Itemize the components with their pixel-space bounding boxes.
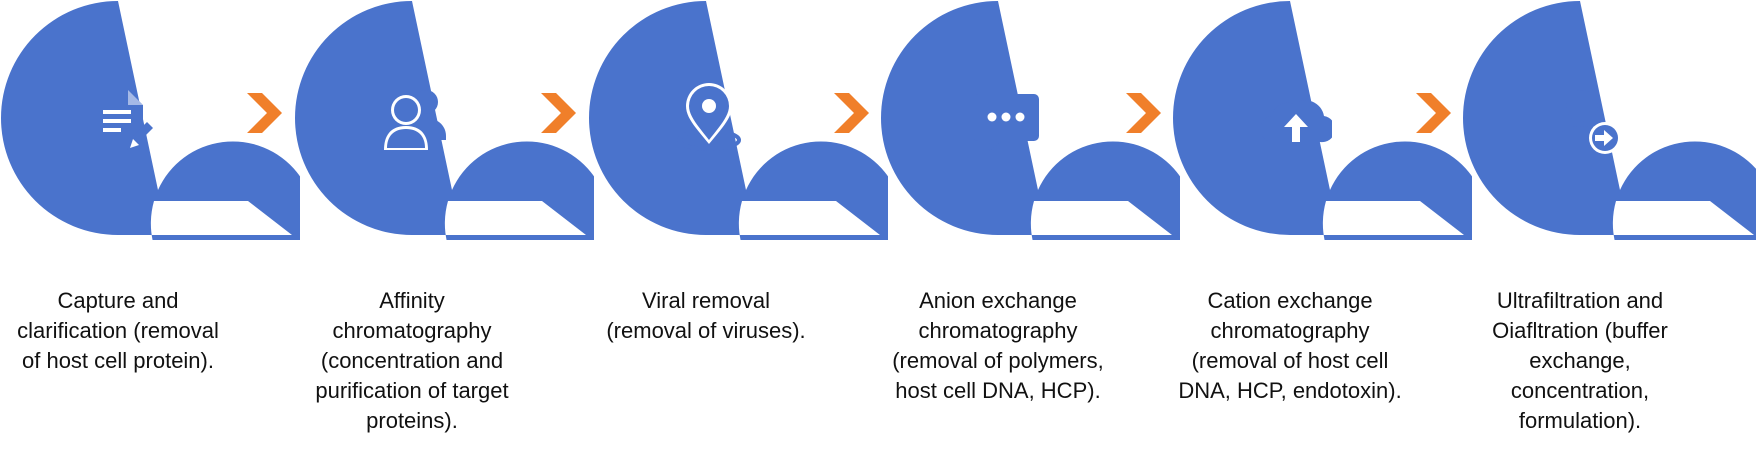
step-caption: Affinity chromatography (concentration a… [282,286,542,436]
document-edit-icon [96,90,153,150]
location-pin-icon [677,83,741,151]
step-caption: Cation exchange chromatography (removal … [1160,286,1420,406]
caption-line: exchange, [1529,348,1631,373]
chevron-right-icon [1126,93,1161,133]
step-caption: Capture and clarification (removal of ho… [0,286,248,376]
caption-line: chromatography [918,318,1078,343]
caption-line: Capture and [57,288,179,313]
caption-line: (removal of viruses). [606,318,806,343]
caption-line: chromatography [332,318,492,343]
caption-line: purification of target [315,378,509,403]
ring-shape [589,1,888,240]
caption-line: Oiafltration (buffer [1492,318,1668,343]
chevron-right-icon [1416,93,1451,133]
caption-line: Cation exchange [1207,288,1373,313]
cloud-upload-icon [1260,100,1332,143]
caption-line: Anion exchange [919,288,1077,313]
chevron-right-icon [834,93,869,133]
ring-shape [1463,1,1756,240]
caption-line: Affinity [379,288,445,313]
ring-shape [1,1,300,240]
step-caption: Ultrafiltration and Oiafltration (buffer… [1450,286,1710,436]
caption-line: host cell DNA, HCP). [895,378,1101,403]
ring-shape [295,1,594,240]
step-ultrafiltration: Ultrafiltration and Oiafltration (buffer… [1462,0,1756,475]
users-icon [384,90,446,150]
caption-line: (removal of polymers, [892,348,1104,373]
step-cation-exchange: Cation exchange chromatography (removal … [1172,0,1472,475]
caption-line: concentration, [1510,378,1650,403]
caption-line: (removal of host cell [1191,348,1389,373]
caption-line: Viral removal [642,288,770,313]
ring-shape [881,1,1180,240]
caption-line: (concentration and [320,348,504,373]
step-capture-clarification: Capture and clarification (removal of ho… [0,0,300,475]
user-arrow-icon [1552,90,1621,154]
step-caption: Viral removal (removal of viruses). [576,286,836,346]
step-affinity-chromatography: Affinity chromatography (concentration a… [294,0,594,475]
step-anion-exchange: Anion exchange chromatography (removal o… [880,0,1180,475]
step-caption: Anion exchange chromatography (removal o… [868,286,1128,406]
ring-shape [1173,1,1472,240]
caption-line: clarification (removal [17,318,219,343]
chevron-right-icon [541,93,576,133]
caption-line: chromatography [1210,318,1370,343]
chevron-right-icon [247,93,282,133]
caption-line: DNA, HCP, endotoxin). [1178,378,1402,403]
chat-bubble-icon [973,94,1039,152]
caption-line: of host cell protein). [22,348,214,373]
caption-line: proteins). [366,408,458,433]
step-viral-removal: Viral removal (removal of viruses). [588,0,888,475]
caption-line: Ultrafiltration and [1496,288,1664,313]
caption-line: formulation). [1518,408,1642,433]
